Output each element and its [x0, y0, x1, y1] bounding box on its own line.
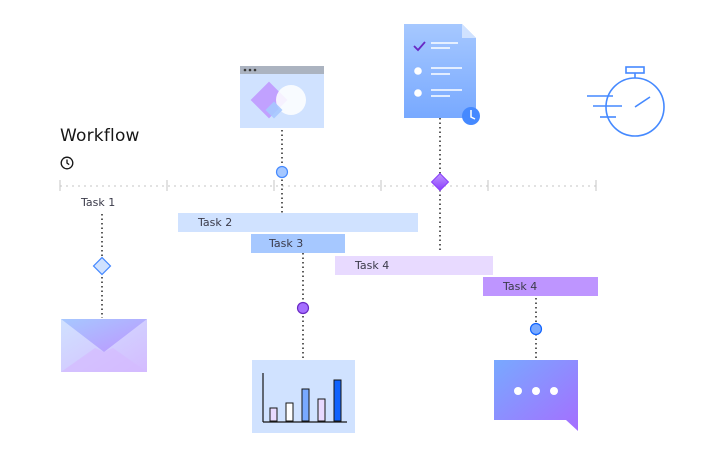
chat-bubble-icon	[494, 360, 578, 431]
task-label-1: Task 1	[81, 196, 116, 209]
gantt-bar-task4b[interactable]: Task 4	[483, 277, 598, 296]
stopwatch-icon	[587, 66, 665, 137]
milestone-circle-chart	[296, 301, 310, 315]
milestone-diamond-task1	[92, 256, 112, 276]
browser-window-icon	[240, 66, 324, 128]
task-label-4a: Task 4	[355, 259, 390, 272]
task-label-2: Task 2	[198, 216, 233, 229]
milestone-diamond-document	[430, 172, 450, 192]
gantt-bar-task4a[interactable]: Task 4	[335, 256, 493, 275]
bar-chart-icon	[252, 360, 355, 433]
gantt-bar-task2[interactable]: Task 2	[178, 213, 418, 232]
clock-icon	[60, 156, 74, 175]
envelope-icon	[61, 319, 147, 372]
gantt-bar-task3[interactable]: Task 3	[251, 234, 345, 253]
task-label-3: Task 3	[269, 237, 304, 250]
checklist-document-icon	[404, 24, 480, 125]
task-label-4b: Task 4	[503, 280, 538, 293]
timeline-axis	[59, 180, 598, 191]
milestone-circle-chat	[529, 322, 543, 336]
diagram-title: Workflow	[60, 126, 140, 146]
milestone-circle-browser	[275, 165, 289, 179]
